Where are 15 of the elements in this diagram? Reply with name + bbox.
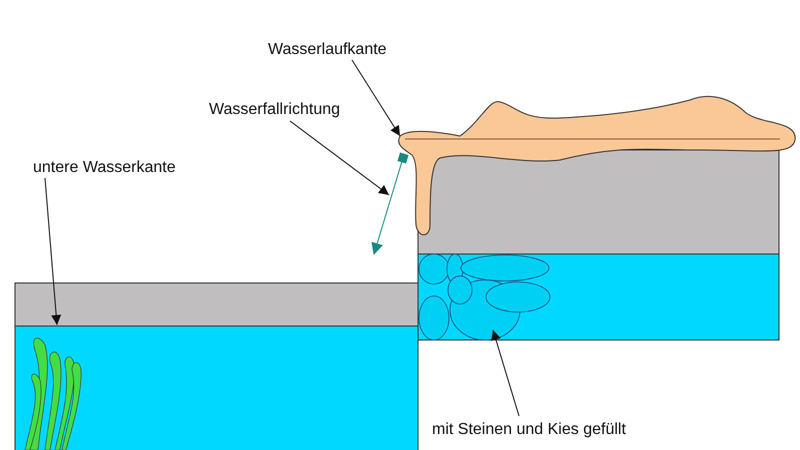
lower-pool-water <box>14 326 418 450</box>
water-fall-arrow <box>371 152 409 255</box>
sandstone-ledge-drawing <box>398 96 796 236</box>
callout-label: untere Wasserkante <box>33 158 176 178</box>
callout-label: Wasserlaufkante <box>268 40 387 60</box>
callout-label: Wasserfallrichtung <box>209 100 340 120</box>
leader-line <box>491 330 520 416</box>
lower-rock-layer <box>14 282 418 326</box>
callout-label: mit Steinen und Kies gefüllt <box>432 420 626 440</box>
leader-line <box>290 120 390 196</box>
leader-line <box>352 60 400 136</box>
upper-pool-water <box>418 254 780 340</box>
leader-line <box>44 178 62 326</box>
upper-rock-layer <box>418 150 780 254</box>
stones-drawing <box>418 254 550 340</box>
